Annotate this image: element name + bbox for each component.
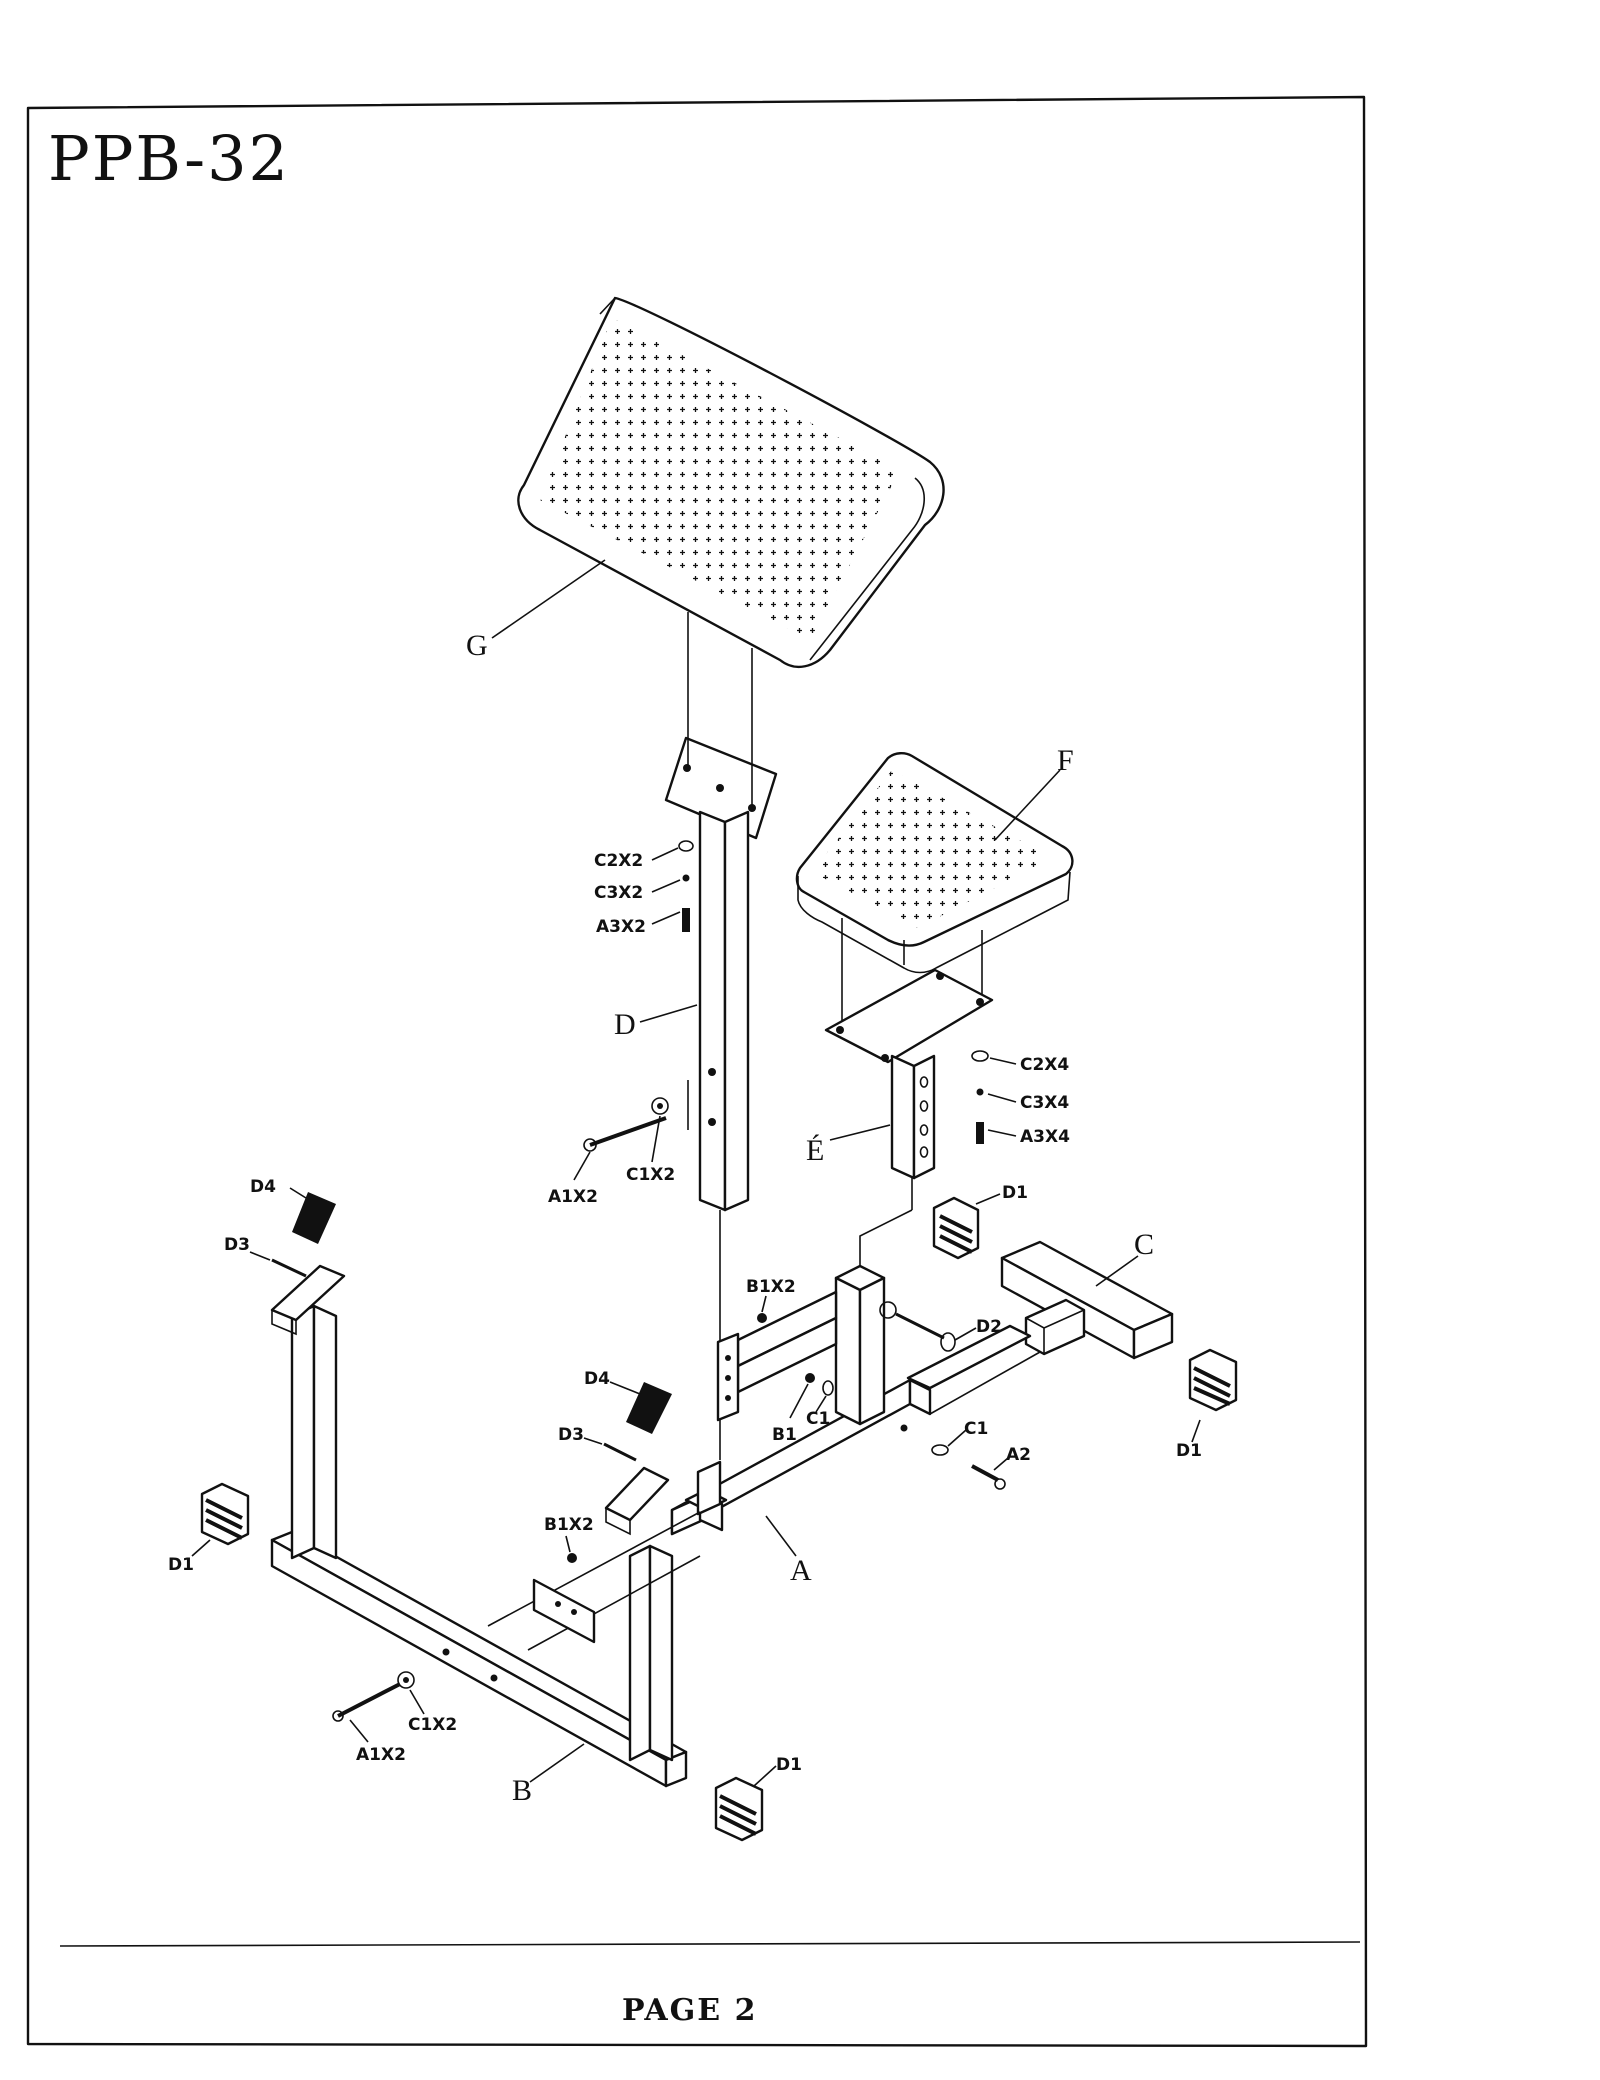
- label-G: G: [466, 629, 488, 662]
- bolt-A1-lower: [333, 1672, 414, 1721]
- label-C1: C1: [964, 1419, 988, 1439]
- label-A: A: [790, 1554, 812, 1587]
- label-A1X2-lower: A1X2: [356, 1745, 406, 1765]
- seat-post-E: [826, 918, 992, 1178]
- label-F: F: [1057, 744, 1074, 777]
- label-B1: B1: [772, 1425, 797, 1445]
- pin-D3-left: [272, 1260, 306, 1276]
- page-number: PAGE 2: [622, 1993, 757, 2028]
- model-title: PPB-32: [48, 122, 290, 195]
- label-D1-top: D1: [1002, 1183, 1028, 1203]
- foot-D1-right: [1190, 1350, 1236, 1410]
- label-C2X2: C2X2: [594, 851, 643, 871]
- post-D: [666, 738, 776, 1210]
- label-B1X2-top: B1X2: [746, 1277, 796, 1297]
- nut-B1X2-mid: [567, 1553, 577, 1563]
- pad-D4-left: [292, 1192, 336, 1244]
- leader-E: [830, 1125, 890, 1140]
- label-D1-bottom: D1: [776, 1755, 802, 1775]
- pin-D3-middle: [604, 1444, 636, 1460]
- bolt-B1: [805, 1373, 815, 1383]
- label-D: D: [614, 1008, 636, 1041]
- label-A3X4: A3X4: [1020, 1127, 1070, 1147]
- label-B: B: [512, 1774, 532, 1807]
- label-D4-middle: D4: [584, 1369, 610, 1389]
- leader-C: [1096, 1256, 1138, 1286]
- front-base-B: [272, 1532, 686, 1786]
- washer-C1-small: [823, 1381, 833, 1395]
- footer-rule: [60, 1942, 1360, 1946]
- fastener-stack-G: [679, 841, 693, 932]
- label-C1X2-lower: C1X2: [408, 1715, 457, 1735]
- pad-D4-middle: [626, 1382, 672, 1434]
- bolt-A2: [901, 1425, 1006, 1490]
- label-E: É: [806, 1134, 824, 1167]
- label-D3-middle: D3: [558, 1425, 584, 1445]
- label-D3-left: D3: [224, 1235, 250, 1255]
- bolt-A1-upper: [584, 1068, 716, 1151]
- label-C1-small: C1: [806, 1409, 830, 1429]
- label-C3X2: C3X2: [594, 883, 643, 903]
- label-C: C: [1134, 1228, 1154, 1261]
- foot-D1-top: [934, 1198, 978, 1258]
- leader-G: [492, 560, 605, 638]
- foot-D1-left: [202, 1484, 248, 1544]
- leader-A: [766, 1516, 796, 1556]
- label-D4-left: D4: [250, 1177, 276, 1197]
- arm-pad-G: [518, 298, 943, 667]
- label-A3X2: A3X2: [596, 917, 646, 937]
- foot-D1-bottom: [716, 1778, 762, 1840]
- upright-left: [272, 1266, 344, 1558]
- fastener-stack-F: [972, 1051, 988, 1144]
- pin-D2: [880, 1302, 955, 1351]
- label-D1-right: D1: [1176, 1441, 1202, 1461]
- label-C3X4: C3X4: [1020, 1093, 1069, 1113]
- label-A1X2-upper: A1X2: [548, 1187, 598, 1207]
- upright-A: [698, 1266, 884, 1514]
- label-C2X4: C2X4: [1020, 1055, 1069, 1075]
- label-C1X2-upper: C1X2: [626, 1165, 675, 1185]
- label-D2: D2: [976, 1317, 1002, 1337]
- label-A2: A2: [1006, 1445, 1031, 1465]
- seat-F: [797, 753, 1072, 972]
- label-B1X2-mid: B1X2: [544, 1515, 594, 1535]
- label-D1-left: D1: [168, 1555, 194, 1575]
- leader-B: [530, 1744, 584, 1782]
- nut-B1X2-top: [757, 1313, 767, 1323]
- leader-D: [640, 1005, 697, 1022]
